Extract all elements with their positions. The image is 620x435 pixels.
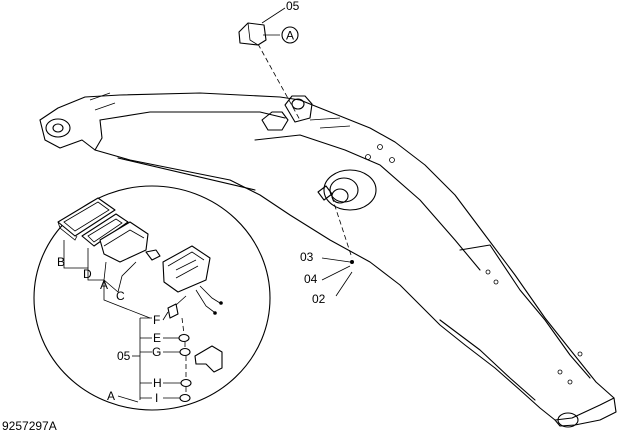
detail-a-view	[33, 185, 271, 411]
nut-g	[179, 347, 191, 357]
detail-letter-i: I	[155, 391, 158, 405]
figure-code: 9257297A	[2, 419, 57, 433]
lamp-body	[162, 245, 211, 293]
bracket	[194, 345, 223, 373]
detail-letter-d: D	[83, 267, 92, 281]
detail-letter-a: A	[100, 278, 108, 292]
callout-circle	[281, 26, 299, 44]
label-05-detail: 05	[117, 349, 131, 363]
mount-bolt	[321, 257, 354, 297]
label-05-top: 05	[286, 0, 300, 13]
washer-e	[178, 333, 190, 343]
label-02: 02	[312, 292, 326, 306]
label-04: 04	[304, 272, 318, 286]
detail-letter-h: H	[153, 376, 162, 390]
nut-i	[179, 393, 191, 403]
boom-arm	[39, 92, 617, 428]
washer-h	[180, 378, 192, 388]
work-light-assembly: A 05	[238, 0, 300, 46]
detail-letter-e: E	[153, 331, 161, 345]
bulb	[145, 249, 161, 261]
lamp-case	[99, 221, 149, 263]
callout-circle-letter: A	[286, 29, 294, 43]
label-03: 03	[300, 250, 314, 264]
detail-letter-c: C	[116, 289, 125, 303]
leader-dash-bolt	[331, 196, 353, 259]
lens	[57, 197, 116, 237]
detail-letter-f: F	[153, 313, 160, 327]
detail-letter-g: G	[152, 345, 161, 359]
leader-dash-lamp	[257, 43, 301, 121]
detail-letter-b: B	[57, 255, 65, 269]
gasket	[81, 213, 129, 247]
detail-view-letter: A	[107, 389, 115, 403]
